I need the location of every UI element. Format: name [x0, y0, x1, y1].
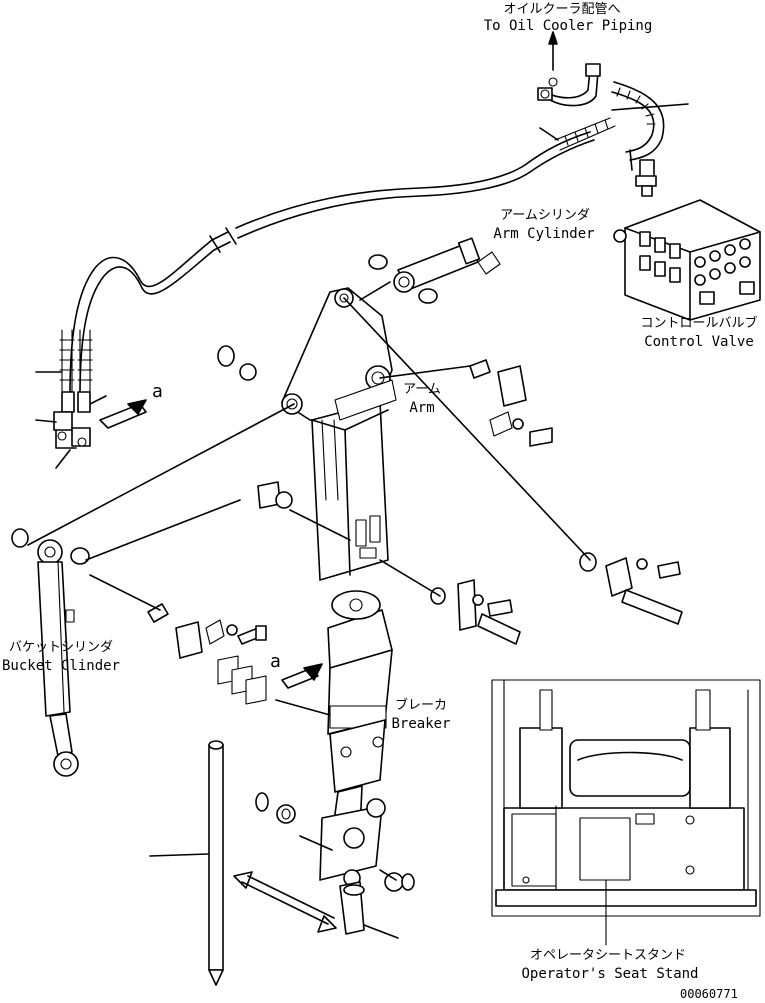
- breaker-chisel: [208, 740, 224, 986]
- arm-label-jp: アーム: [403, 382, 441, 397]
- hydraulic-hose-assembly: [53, 63, 665, 449]
- bucket-cylinder-label-en: Bucket Clinder: [1, 658, 120, 674]
- control-valve-label-en: Control Valve: [644, 334, 754, 350]
- hose-ribbed-right: [554, 81, 665, 161]
- detail-arrow-lower: [281, 663, 323, 689]
- double-arrow: [233, 871, 337, 933]
- control-valve-label-jp: コントロールバルブ: [640, 316, 758, 331]
- washer-1: [368, 254, 388, 270]
- seat-stand-label-en: Operator's Seat Stand: [521, 966, 699, 982]
- left-hose-fittings: [53, 391, 91, 449]
- hose-ribbed-left: [59, 329, 93, 393]
- seat-stand-label-jp: オペレータシートスタンド: [529, 948, 686, 963]
- arm-cylinder-label-jp: アームシリンダ: [500, 208, 590, 223]
- oil-cooler-label-en: To Oil Cooler Piping: [483, 18, 653, 34]
- breaker-label-en: Breaker: [391, 716, 451, 732]
- bushing-3: [384, 872, 415, 892]
- bushing-2: [276, 804, 296, 824]
- bucket-cylinder-label-jp: バケットシリンダ: [8, 640, 113, 655]
- detail-arrow-upper: [99, 399, 147, 429]
- pin-and-bolt-set-arm: [469, 359, 553, 447]
- drawing-number: 00060771: [680, 987, 738, 1001]
- arm: [281, 287, 397, 581]
- arm-cylinder: [393, 237, 501, 293]
- control-valve: [613, 199, 761, 321]
- bracket-plates-breaker: [217, 655, 267, 705]
- pin-and-bolt-set-left: [147, 603, 267, 659]
- arm-cylinder-label-en: Arm Cylinder: [493, 226, 595, 242]
- arm-label-en: Arm: [409, 400, 435, 416]
- breaker: [319, 590, 393, 935]
- washer-4: [70, 547, 90, 565]
- breaker-label-jp: ブレーカ: [394, 698, 447, 713]
- oil-cooler-arrow: [548, 31, 558, 87]
- top-pipe-fitting: [537, 63, 601, 107]
- bucket-cylinder: [37, 539, 79, 777]
- spacer-blocks: [217, 345, 293, 509]
- bushing-1: [255, 792, 269, 812]
- oil-cooler-label-jp: オイルクーラ配管へ: [503, 2, 621, 17]
- bracket-bolts-right: [430, 552, 683, 645]
- washer-2: [418, 288, 438, 304]
- washer-3: [11, 528, 29, 548]
- seat-stand-inset: [491, 679, 761, 946]
- leader-lines: [27, 103, 689, 939]
- elbow-fitting-right: [635, 159, 657, 197]
- detail-mark-a-lower: a: [270, 651, 281, 672]
- detail-mark-a-upper: a: [152, 381, 163, 402]
